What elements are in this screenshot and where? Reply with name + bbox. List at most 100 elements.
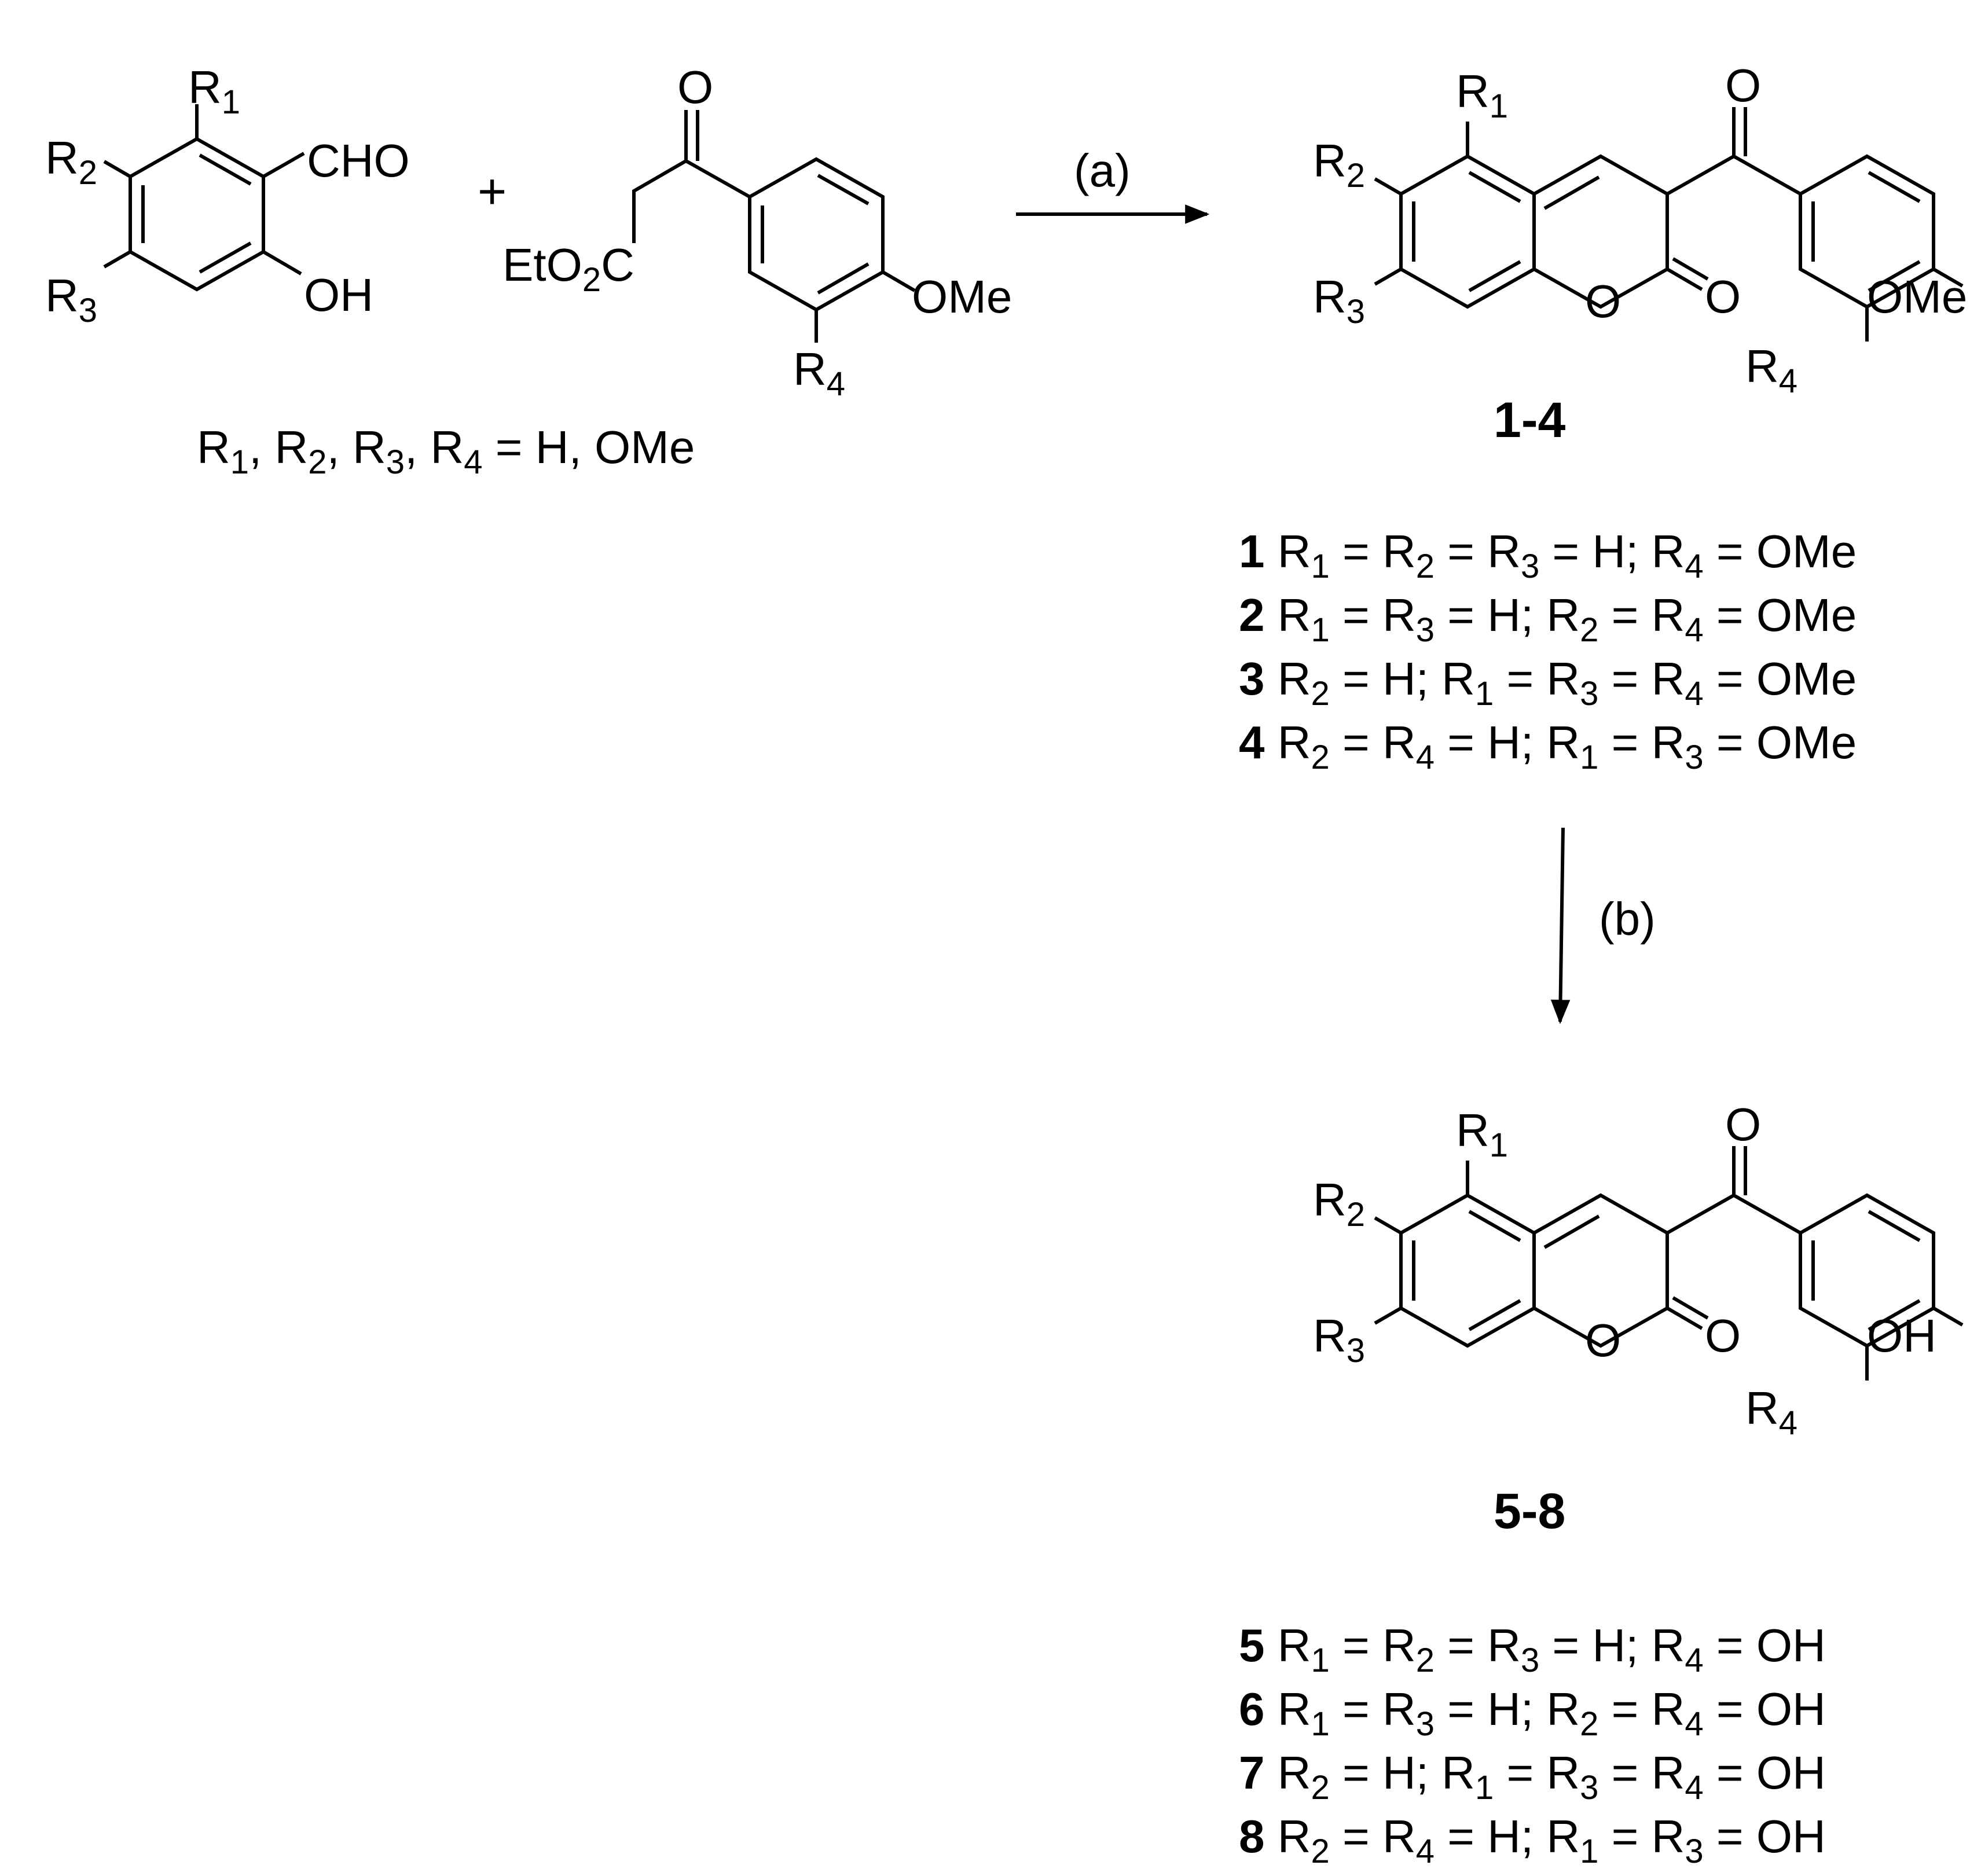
compound-r-subscript: 2: [1416, 548, 1435, 585]
compound-r-value: = OH: [1704, 1620, 1826, 1671]
note-s3: 3: [386, 443, 405, 481]
note-r1: R: [197, 421, 230, 473]
note-s2: 2: [308, 443, 327, 481]
compound-r-value: = OH: [1704, 1747, 1826, 1798]
compound-r-subscript: 1: [1580, 1833, 1598, 1870]
compound-r-symbol: R: [1546, 1683, 1580, 1735]
step-a-label: (a): [1074, 145, 1131, 196]
compound-r-symbol: R: [1278, 526, 1311, 577]
compound-r-subscript: 3: [1685, 1833, 1703, 1870]
compound-r-subscript: 4: [1685, 675, 1703, 713]
compound-list-5-8: 5 R1 = R2 = R3 = H; R4 = OH6 R1 = R3 = H…: [1239, 1620, 1826, 1870]
compound-r-value: =: [1494, 1747, 1546, 1798]
compound-r-value: = H;: [1539, 1620, 1651, 1671]
compound-line: 1 R1 = R2 = R3 = H; R4 = OMe: [1239, 526, 1857, 585]
product58-benzo-ring: [1399, 1193, 1536, 1348]
compound-r-value: = OMe: [1704, 653, 1857, 704]
reactant1-substituent-bonds: [103, 104, 305, 276]
product58-r4-sub: 4: [1779, 1404, 1797, 1442]
product58-substituent-bonds: [1374, 1161, 1964, 1381]
svg-text:R2: R2: [1313, 135, 1365, 194]
reactant1-r3: R: [45, 270, 79, 321]
compound-r-subscript: 1: [1475, 675, 1494, 713]
compound-r-subscript: 3: [1521, 1642, 1539, 1679]
reactant1-cho: CHO: [307, 135, 410, 186]
svg-text:R3: R3: [1313, 1310, 1365, 1370]
compound-r-value: = H;: [1330, 1747, 1441, 1798]
compound-r-subscript: 4: [1685, 548, 1703, 585]
reactant2-eto-c: C: [601, 239, 634, 291]
compound-r-subscript: 2: [1311, 739, 1330, 776]
product58-ketone-o: O: [1725, 1099, 1761, 1150]
compound-r-subscript: 3: [1580, 1769, 1598, 1807]
note-s1: 1: [230, 443, 249, 481]
compound-line: 2 R1 = R3 = H; R2 = R4 = OMe: [1239, 589, 1857, 649]
compound-r-value: = OH: [1704, 1811, 1826, 1862]
reactant1-oh: OH: [304, 269, 373, 321]
compound-r-symbol: R: [1546, 1747, 1580, 1798]
product58-benzo-double-bonds: [1412, 1210, 1521, 1331]
compound-r-value: =: [1330, 589, 1382, 641]
reactant1-r2-sub: 2: [79, 154, 97, 192]
compound-r-subscript: 3: [1521, 548, 1539, 585]
compound-r-subscript: 1: [1311, 548, 1330, 585]
reactant-ketoester: O EtO2C OMe R4: [502, 61, 1012, 403]
compound-r-value: =: [1330, 1683, 1382, 1735]
product-1-4-structure: R1 R2 R3 O O O OMe R4: [1313, 60, 1967, 400]
compound-number: 2: [1239, 589, 1278, 641]
svg-text:R1: R1: [1456, 1104, 1508, 1164]
compound-number: 7: [1239, 1747, 1278, 1798]
note-r4: R: [431, 421, 464, 473]
compound-r-subscript: 3: [1580, 675, 1598, 713]
compound-r-value: =: [1598, 717, 1651, 768]
plus-sign: +: [478, 164, 507, 219]
compound-line: 5 R1 = R2 = R3 = H; R4 = OH: [1239, 1620, 1826, 1679]
reactant1-r1: R: [188, 61, 222, 113]
compound-r-subscript: 3: [1416, 611, 1435, 649]
product14-aryl-double-bonds: [1811, 171, 1921, 292]
compound-r-subscript: 2: [1311, 675, 1330, 713]
compound-r-symbol: R: [1652, 589, 1685, 641]
svg-text:R1: R1: [1456, 65, 1508, 125]
compound-r-symbol: R: [1652, 717, 1685, 768]
compound-r-symbol: R: [1546, 589, 1580, 641]
reactant2-eto: EtO: [502, 239, 582, 291]
product-5-8-id: 5-8: [1494, 1484, 1565, 1539]
reactant2-double-bonds: [761, 174, 870, 295]
compound-r-symbol: R: [1652, 1620, 1685, 1671]
note-s4: 4: [464, 443, 482, 481]
compound-r-symbol: R: [1382, 1620, 1416, 1671]
reactant-salicylaldehyde: R1 R2 R3 CHO OH: [45, 61, 410, 329]
reactant2-r4-sub: 4: [827, 365, 845, 403]
compound-r-symbol: R: [1382, 589, 1416, 641]
compound-r-subscript: 3: [1416, 1705, 1435, 1743]
compound-number: 1: [1239, 526, 1278, 577]
product58-ketone: [1666, 1146, 1802, 1235]
compound-r-value: = H;: [1435, 589, 1546, 641]
reactant2-ketone-o: O: [677, 61, 713, 113]
compound-r-symbol: R: [1652, 1747, 1685, 1798]
product14-r4-sub: 4: [1779, 362, 1797, 400]
compound-r-value: = H;: [1539, 526, 1651, 577]
product58-r4: R: [1745, 1382, 1779, 1434]
product14-r1-sub: 1: [1490, 87, 1508, 125]
product58-r1: R: [1456, 1104, 1490, 1156]
compound-r-subscript: 4: [1416, 1833, 1435, 1870]
reactant1-r1-sub: 1: [222, 83, 240, 121]
reactant2-ome: OMe: [912, 271, 1012, 322]
compound-r-symbol: R: [1546, 653, 1580, 704]
product14-r2: R: [1313, 135, 1347, 186]
svg-text:R2: R2: [1313, 1174, 1365, 1233]
product58-r2: R: [1313, 1174, 1347, 1225]
reaction-arrow-b: [1550, 827, 1571, 1025]
compound-r-value: = OMe: [1704, 589, 1857, 641]
compound-r-value: =: [1330, 526, 1382, 577]
compound-line: 4 R2 = R4 = H; R1 = R3 = OMe: [1239, 717, 1857, 776]
compound-r-value: =: [1330, 717, 1382, 768]
compound-r-value: = OH: [1704, 1683, 1826, 1735]
note-rest: = H, OMe: [483, 421, 695, 473]
compound-r-subscript: 2: [1416, 1642, 1435, 1679]
compound-line: 6 R1 = R3 = H; R2 = R4 = OH: [1239, 1683, 1826, 1743]
compound-r-subscript: 3: [1685, 739, 1703, 776]
substituent-note: R1, R2, R3, R4 = H, OMe: [197, 421, 695, 481]
